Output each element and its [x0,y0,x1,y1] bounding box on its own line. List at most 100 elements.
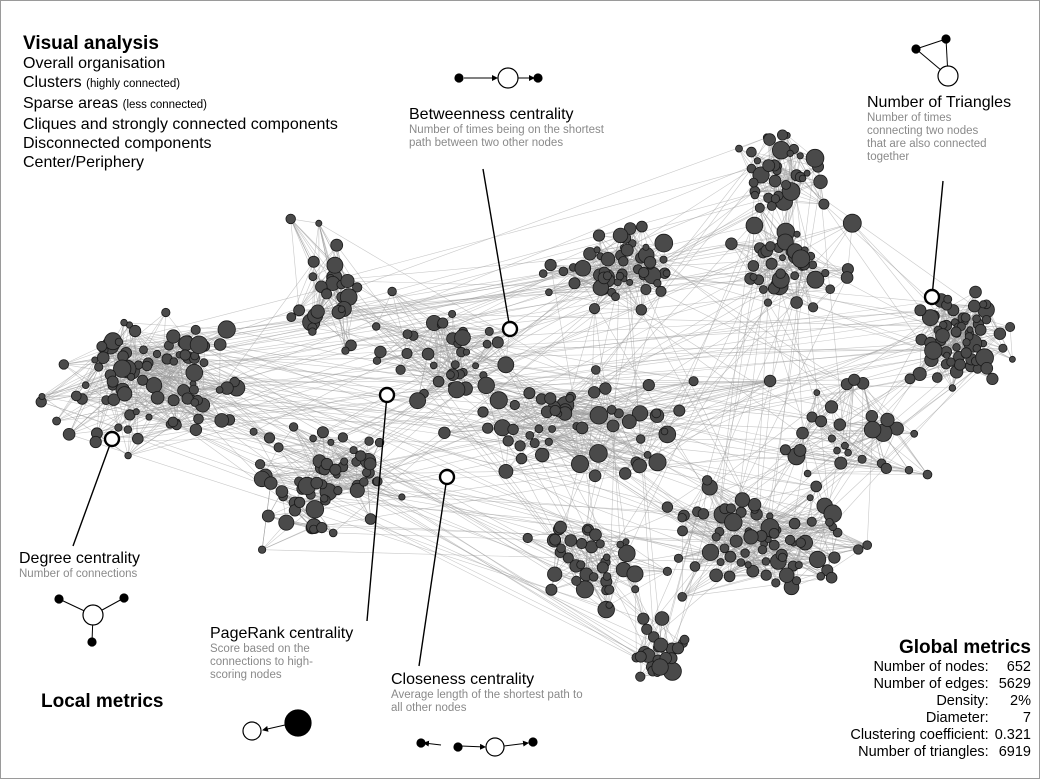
node [326,256,344,274]
node [94,362,104,372]
node [589,303,601,315]
edge [580,564,608,577]
node [592,229,606,242]
triangles-description: Number of times connecting two nodes tha… [867,112,987,163]
edge [785,173,808,233]
glyph-edge [915,38,947,50]
node [621,414,637,430]
node [293,304,306,317]
edge [600,419,888,545]
edge [363,251,791,483]
edge [781,544,868,556]
node [724,550,737,563]
edge [667,480,708,508]
node [746,146,757,158]
node [719,543,730,554]
edge [407,333,484,376]
edge [785,406,832,451]
edge [118,343,973,428]
local-metrics-title: Local metrics [41,691,164,712]
edge [607,258,662,292]
edge [636,305,975,463]
edge [127,429,197,456]
edge [487,343,680,411]
edge [198,344,588,530]
node [515,452,528,465]
node [638,266,650,278]
node [914,304,927,317]
edge [594,308,642,311]
edge [193,389,332,443]
edge [779,286,822,422]
edge [101,275,644,347]
node [264,476,278,490]
edge [671,175,797,659]
edge [293,426,361,457]
node [273,442,284,453]
node [806,494,814,502]
node [747,260,760,272]
node [255,459,266,470]
edge [534,413,559,444]
node [844,448,852,457]
edge [831,406,838,451]
node [818,198,830,210]
node [432,375,445,388]
edge [63,346,102,365]
node [749,273,758,281]
edge [666,273,934,351]
node [429,361,438,370]
edge [514,404,658,463]
node [249,427,258,436]
node [564,534,578,547]
node [791,249,811,269]
node [792,576,802,586]
visual-analysis-item: Clusters (highly connected) [23,74,181,91]
closeness-description: Average length of the shortest path to a… [391,689,583,714]
node [759,285,768,294]
edge [321,374,460,469]
edge [807,473,928,475]
edge [134,330,139,439]
node [320,457,333,471]
edge [527,537,606,563]
edge [118,284,342,343]
edge [519,384,649,447]
node [768,174,782,188]
edge [444,427,504,434]
glyph-node [284,709,312,737]
node [529,438,540,449]
visual-analysis-list: Overall organisation Clusters (highly co… [23,54,338,172]
node [549,533,561,546]
node [619,467,632,480]
global-metrics-table: Number of nodes:652 Number of edges:5629… [850,659,1031,761]
node [806,270,825,289]
node [462,348,471,356]
node [571,575,582,586]
global-metric-row: Number of edges:5629 [873,676,1031,692]
node [585,540,598,554]
edge [142,380,150,418]
node [765,241,776,252]
node [986,372,999,385]
node [437,317,449,329]
edge [715,191,756,538]
edge [820,383,864,422]
node [635,304,648,316]
node [150,390,165,405]
edge [802,429,873,434]
betweenness-highlight-node [501,320,519,338]
node [359,477,369,487]
edge [765,158,816,562]
edge [126,329,196,354]
edge [793,189,811,257]
node [653,279,662,288]
edge [326,293,352,346]
edge [683,515,833,528]
triangles-leader-line [931,180,944,298]
edge [852,222,957,333]
node [653,637,669,653]
edge [168,345,711,553]
edge [837,532,868,546]
global-metric-row: Density:2% [936,693,1031,709]
